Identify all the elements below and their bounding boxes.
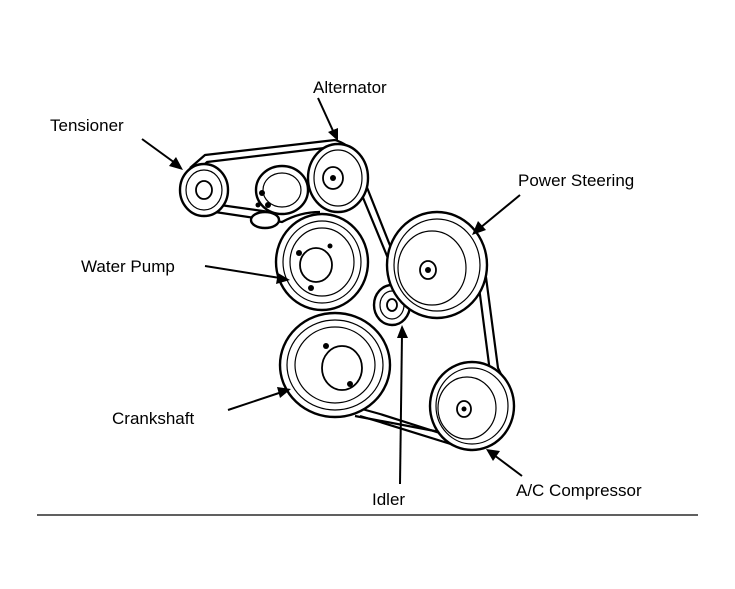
leaders [141, 97, 523, 485]
idler-label: Idler [372, 490, 405, 509]
tensioner-label: Tensioner [50, 116, 124, 135]
idler-leader [399, 333, 403, 485]
alternator-label: Alternator [313, 78, 387, 97]
ac-compressor-pulley [428, 360, 516, 452]
labels: Alternator Tensioner Power Steering Wate… [50, 78, 642, 509]
alternator-body [249, 164, 310, 230]
ac-compressor-arrowhead [486, 449, 500, 461]
power-steering-pulley [385, 210, 489, 320]
alternator-leader [317, 97, 335, 134]
water-pump-label: Water Pump [81, 257, 175, 276]
water-pump-pulley [274, 212, 370, 312]
alternator-arrowhead [328, 128, 338, 141]
crankshaft-arrowhead [277, 387, 291, 398]
alternator-pulley [306, 142, 370, 214]
ac-compressor-leader [493, 454, 523, 477]
crankshaft-pulley [278, 311, 392, 419]
idler-arrowhead [397, 325, 408, 338]
water-pump-arrowhead [276, 273, 290, 284]
power-steering-label: Power Steering [518, 171, 634, 190]
crankshaft-label: Crankshaft [112, 409, 194, 428]
belt-tensioner-run [214, 210, 321, 224]
tensioner-arrowhead [169, 157, 183, 170]
belt-bottom-run [354, 414, 441, 434]
tensioner-pulley [178, 162, 230, 218]
power-steering-leader [479, 194, 521, 229]
tensioner-leader [141, 138, 176, 164]
ac-compressor-label: A/C Compressor [516, 481, 642, 500]
crankshaft-leader [227, 391, 283, 411]
power-steering-arrowhead [472, 221, 486, 235]
water-pump-leader [204, 265, 281, 279]
